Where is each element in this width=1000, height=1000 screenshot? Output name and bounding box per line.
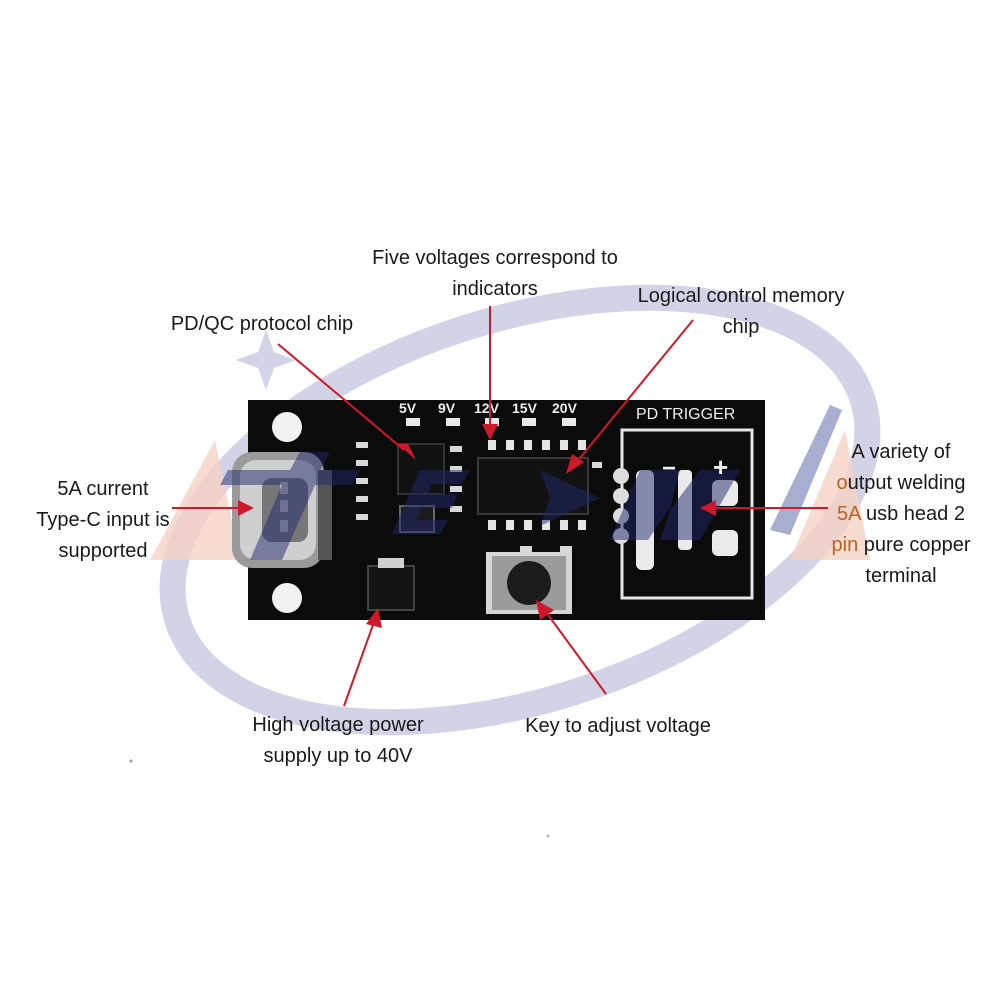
annotation-typec-input: 5A current Type-C input is supported [18,474,188,567]
watermark [150,284,881,736]
voltage-label-20v: 20V [552,400,578,416]
mount-hole-bottom [272,583,302,613]
annotation-high-voltage: High voltage power supply up to 40V [222,710,454,772]
annotation-output-line2-accent: o [836,472,848,494]
voltage-label-15v: 15V [512,400,538,416]
annotation-five-voltages: Five voltages correspond to indicators [340,243,650,305]
annotation-output-line5: terminal [865,565,937,587]
voltage-label-row: 5V 9V 12V 15V 20V [399,400,578,416]
annotation-five-voltages-line1: Five voltages correspond to [372,247,618,269]
annotation-output-line1: A variety of [851,441,951,463]
annotation-high-voltage-line2: supply up to 40V [263,745,413,767]
voltage-label-5v: 5V [399,400,417,416]
annotation-output-line3-accent: 5A [837,503,861,525]
mount-hole-top [272,412,302,442]
voltage-label-12v: 12V [474,400,500,416]
arrow-typec [172,500,254,516]
terminal-plus-sign: + [713,452,728,482]
arrow-five-voltages [482,306,498,440]
annotation-key-adjust-line1: Key to adjust voltage [525,715,711,737]
push-button [486,552,572,614]
annotation-output-line4-accent: pin [831,534,859,556]
annotation-five-voltages-line2: indicators [452,278,538,300]
annotation-output-line4-rest: pure copper [858,534,971,556]
annotation-typec-line3: supported [58,540,148,562]
annotation-pd-qc-chip: PD/QC protocol chip [152,309,372,340]
annotation-logic-memory-line1: Logical control memory [637,285,845,307]
arrow-high-voltage [343,608,382,707]
voltage-label-9v: 9V [438,400,456,416]
arrow-output-terminal [700,500,828,516]
arrow-pd-qc-chip [277,343,416,460]
arrow-logic-memory [566,319,694,474]
annotation-pd-qc-chip-line1: PD/QC protocol chip [170,313,354,335]
terminal-minus-sign: − [662,455,676,482]
annotation-typec-line2: Type-C input is [36,509,170,531]
silkscreen-title: PD TRIGGER [636,406,735,423]
led-row [406,418,576,426]
watermark-letters [220,452,740,560]
annotation-key-adjust: Key to adjust voltage [500,711,736,742]
annotation-output-terminal: A variety of output welding 5A usb head … [812,437,990,592]
annotation-output-line3-rest: usb head 2 [860,503,965,525]
annotation-typec-line1: 5A current [57,478,149,500]
callout-arrows [172,306,828,707]
arrow-key-adjust [536,600,607,695]
annotation-output-line2-rest: utput welding [847,472,966,494]
voltage-regulator [367,558,415,611]
annotation-output-line4: pin pure copper [812,530,990,561]
annotation-logic-memory-line2: chip [722,316,760,338]
annotation-output-line2: output welding [812,468,990,499]
annotation-logic-memory: Logical control memory chip [615,281,867,343]
annotation-output-line3: 5A usb head 2 [812,499,990,530]
annotation-high-voltage-line1: High voltage power [252,714,424,736]
